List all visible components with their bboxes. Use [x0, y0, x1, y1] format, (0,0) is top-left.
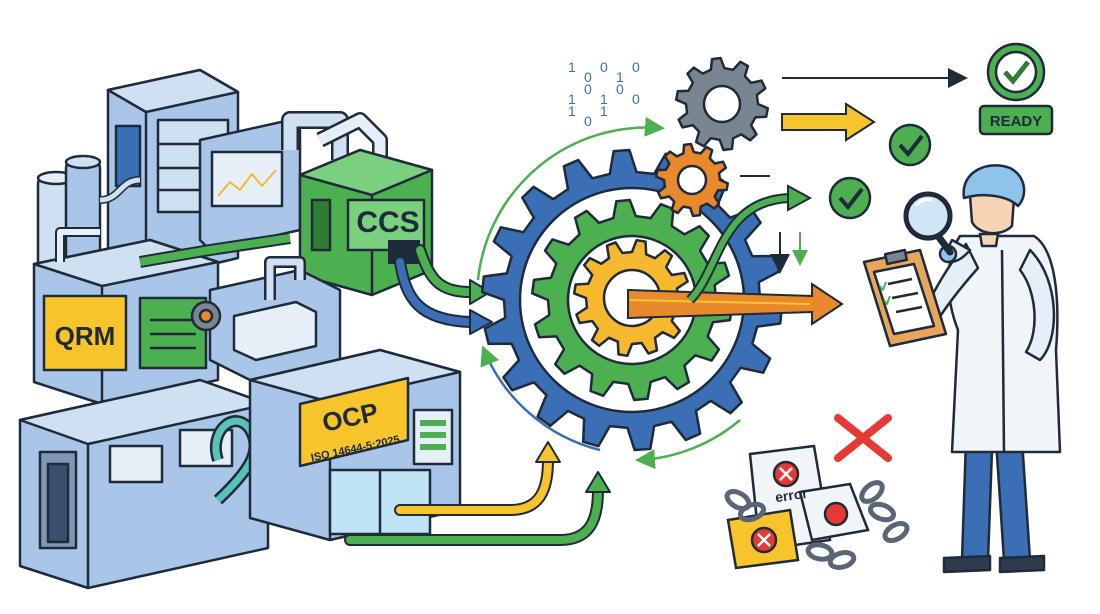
ready-label: READY [990, 113, 1043, 130]
binary-digit: 1 [616, 69, 624, 85]
green-arrowhead-lower [585, 471, 611, 493]
ready-badge [978, 42, 1054, 136]
cycle-arrow-bottom [635, 419, 741, 470]
binary-digit: 1 [568, 59, 576, 75]
clipboard-icon [862, 248, 948, 348]
yellow-arrowhead [535, 441, 561, 463]
blue-arrowhead [469, 309, 493, 335]
gear-assembly [476, 56, 784, 470]
binary-digit: 1 [600, 103, 608, 119]
orange-gear [654, 142, 730, 218]
right-shoe [998, 554, 1046, 574]
error-pile [724, 414, 910, 570]
check-icon [888, 123, 932, 167]
yellow-output-arrow [781, 102, 876, 142]
inspector-scientist [862, 164, 1062, 574]
binary-digit: 0 [616, 81, 624, 97]
gear-orange-hub [676, 164, 708, 196]
magnifier-icon [903, 191, 954, 256]
chain-icon [724, 480, 910, 570]
orange-output-arrow [627, 282, 844, 326]
error-label: error [774, 485, 809, 505]
binary-digit: 0 [584, 81, 592, 97]
ccs-label: CCS [356, 206, 419, 239]
binary-digit: 0 [632, 91, 640, 107]
gear-gray-hub [702, 84, 742, 124]
lower-base [18, 378, 270, 590]
hair-cap [962, 164, 1026, 208]
binary-digit: 0 [584, 69, 592, 85]
cycle-arrow-left [480, 345, 601, 452]
close-icon [834, 414, 892, 462]
check-icon [828, 176, 872, 220]
left-shoe [942, 554, 992, 574]
qrm-label: QRM [55, 321, 116, 351]
ocp-building [248, 348, 462, 542]
binary-digit: 0 [600, 59, 608, 75]
gear-icon [674, 56, 770, 152]
green-arrowhead [469, 279, 491, 305]
binary-digit: 1 [600, 91, 608, 107]
input-flows [344, 244, 611, 546]
binary-digit: 1 [568, 91, 576, 107]
binary-digit: 0 [632, 59, 640, 75]
binary-digit: 0 [584, 113, 592, 129]
output-flows [627, 68, 968, 326]
cycle-arrow-top [476, 116, 665, 281]
binary-digit: 1 [568, 103, 576, 119]
check-icons [828, 42, 1054, 220]
